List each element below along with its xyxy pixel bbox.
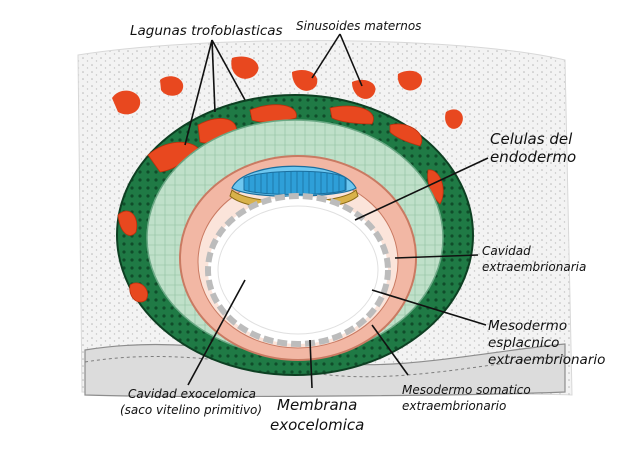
label-mesodermo-esp-line1: Mesodermo — [488, 318, 567, 334]
label-sinusoides: Sinusoides maternos — [296, 19, 421, 33]
label-mesodermo-som-line2: extraembrionario — [402, 399, 506, 413]
label-celulas-line1: Celulas del — [490, 130, 573, 148]
primitive-yolk-sac — [217, 205, 379, 335]
maternal-sinusoids — [112, 56, 463, 129]
leader-lines — [184, 33, 489, 389]
label-cavidad-exo-line1: Cavidad exocelomica — [128, 387, 256, 401]
label-membrana-line1: Membrana — [277, 396, 357, 414]
label-cavidad-exo-line2: (saco vitelino primitivo) — [120, 403, 262, 417]
diagram-labels: Lagunas trofoblasticas Sinusoides matern… — [120, 19, 605, 434]
label-cavidad-extra-line2: extraembrionaria — [482, 260, 586, 274]
label-lagunas: Lagunas trofoblasticas — [130, 23, 283, 39]
label-membrana-line2: exocelomica — [270, 416, 364, 434]
label-mesodermo-som-line1: Mesodermo somatico — [402, 383, 531, 397]
label-celulas-line2: endodermo — [490, 148, 576, 166]
label-cavidad-extra-line1: Cavidad — [482, 244, 531, 258]
label-mesodermo-esp-line3: extraembrionario — [488, 352, 605, 368]
label-mesodermo-esp-line2: esplacnico — [488, 335, 559, 351]
